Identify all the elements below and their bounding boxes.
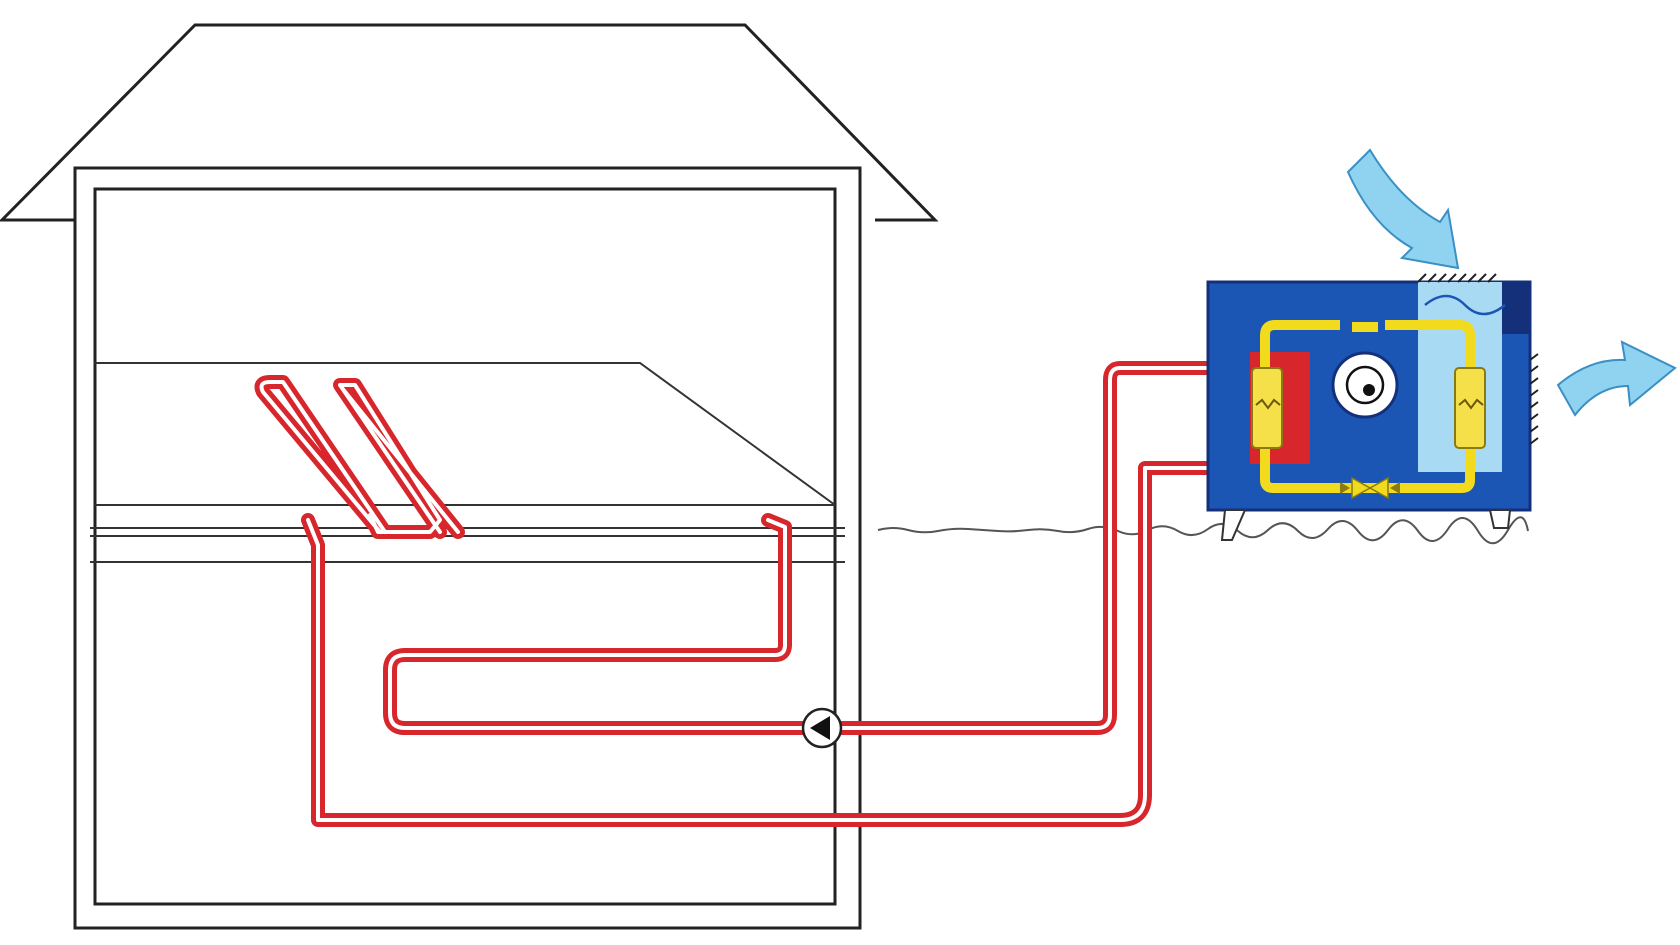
heating-water-pipes (254, 361, 1265, 827)
expansion-valve-icon (1340, 476, 1400, 500)
house-outline-icon (0, 23, 939, 930)
heat-pump-unit-icon (1206, 273, 1539, 541)
unit-dark-panel (1502, 282, 1530, 334)
air-in-arrow-icon (1346, 148, 1460, 270)
refrigerant-loop (1260, 320, 1475, 493)
air-out-arrow-icon (1556, 340, 1677, 417)
evaporator-heat-exchanger-icon (1454, 367, 1486, 449)
compressor-icon (1331, 322, 1399, 419)
circulation-pump-icon (801, 707, 843, 749)
condenser-heat-exchanger-icon (1251, 367, 1283, 449)
fan-icon (1424, 294, 1506, 316)
ground-line (877, 516, 1529, 545)
floor-slab (90, 362, 845, 563)
house-outer-wall (73, 166, 862, 930)
roof (0, 23, 939, 222)
pipe-core (259, 366, 1260, 822)
house-inner-wall (93, 187, 837, 906)
